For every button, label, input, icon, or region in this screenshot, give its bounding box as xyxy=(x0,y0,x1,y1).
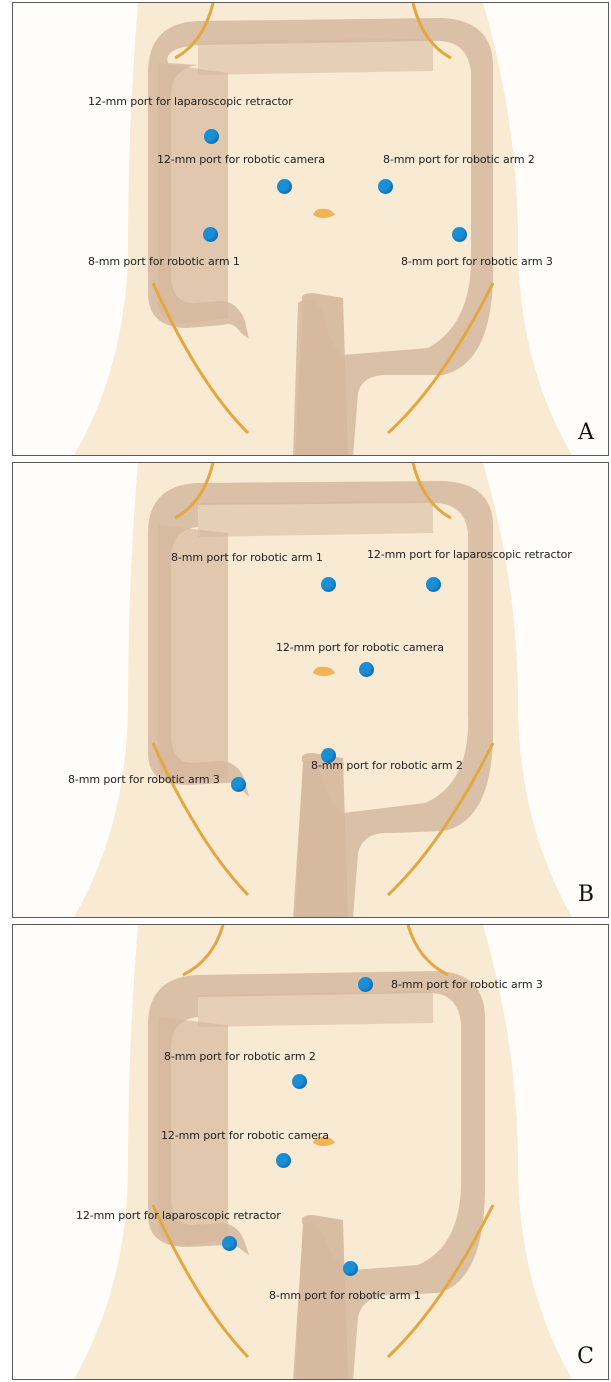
label-camera: 12-mm port for robotic camera xyxy=(276,641,444,654)
abdomen-illustration xyxy=(13,3,609,456)
label-retractor: 12-mm port for laparoscopic retractor xyxy=(76,1209,281,1222)
port-arm3-dot xyxy=(452,227,467,242)
panel-letter-c: C xyxy=(577,1344,594,1369)
port-arm3-dot xyxy=(231,777,246,792)
label-arm2: 8-mm port for robotic arm 2 xyxy=(164,1050,316,1063)
panel-a: 12-mm port for laparoscopic retractor 12… xyxy=(12,2,609,456)
port-arm1-dot xyxy=(203,227,218,242)
label-arm3: 8-mm port for robotic arm 3 xyxy=(68,773,220,786)
panel-c: 8-mm port for robotic arm 3 8-mm port fo… xyxy=(12,924,609,1380)
port-retractor-dot xyxy=(222,1236,237,1251)
label-arm1: 8-mm port for robotic arm 1 xyxy=(88,255,240,268)
label-arm3: 8-mm port for robotic arm 3 xyxy=(391,978,543,991)
port-arm1-dot xyxy=(343,1261,358,1276)
port-arm1-dot xyxy=(321,577,336,592)
label-retractor: 12-mm port for laparoscopic retractor xyxy=(88,95,293,108)
panel-letter-a: A xyxy=(578,420,594,445)
label-arm2: 8-mm port for robotic arm 2 xyxy=(383,153,535,166)
label-camera: 12-mm port for robotic camera xyxy=(157,153,325,166)
port-arm2-dot xyxy=(378,179,393,194)
label-arm1: 8-mm port for robotic arm 1 xyxy=(269,1289,421,1302)
panel-b: 8-mm port for robotic arm 1 12-mm port f… xyxy=(12,462,609,918)
port-retractor-dot xyxy=(204,129,219,144)
label-retractor: 12-mm port for laparoscopic retractor xyxy=(367,548,572,561)
port-arm2-dot xyxy=(292,1074,307,1089)
panel-letter-b: B xyxy=(578,882,594,907)
label-camera: 12-mm port for robotic camera xyxy=(161,1129,329,1142)
label-arm3: 8-mm port for robotic arm 3 xyxy=(401,255,553,268)
port-arm3-dot xyxy=(358,977,373,992)
label-arm1: 8-mm port for robotic arm 1 xyxy=(171,551,323,564)
abdomen-illustration xyxy=(13,463,609,918)
port-arm2-dot xyxy=(321,748,336,763)
port-camera-dot xyxy=(277,179,292,194)
abdomen-illustration xyxy=(13,925,609,1380)
port-camera-dot xyxy=(359,662,374,677)
label-arm2: 8-mm port for robotic arm 2 xyxy=(311,759,463,772)
port-camera-dot xyxy=(276,1153,291,1168)
port-retractor-dot xyxy=(426,577,441,592)
